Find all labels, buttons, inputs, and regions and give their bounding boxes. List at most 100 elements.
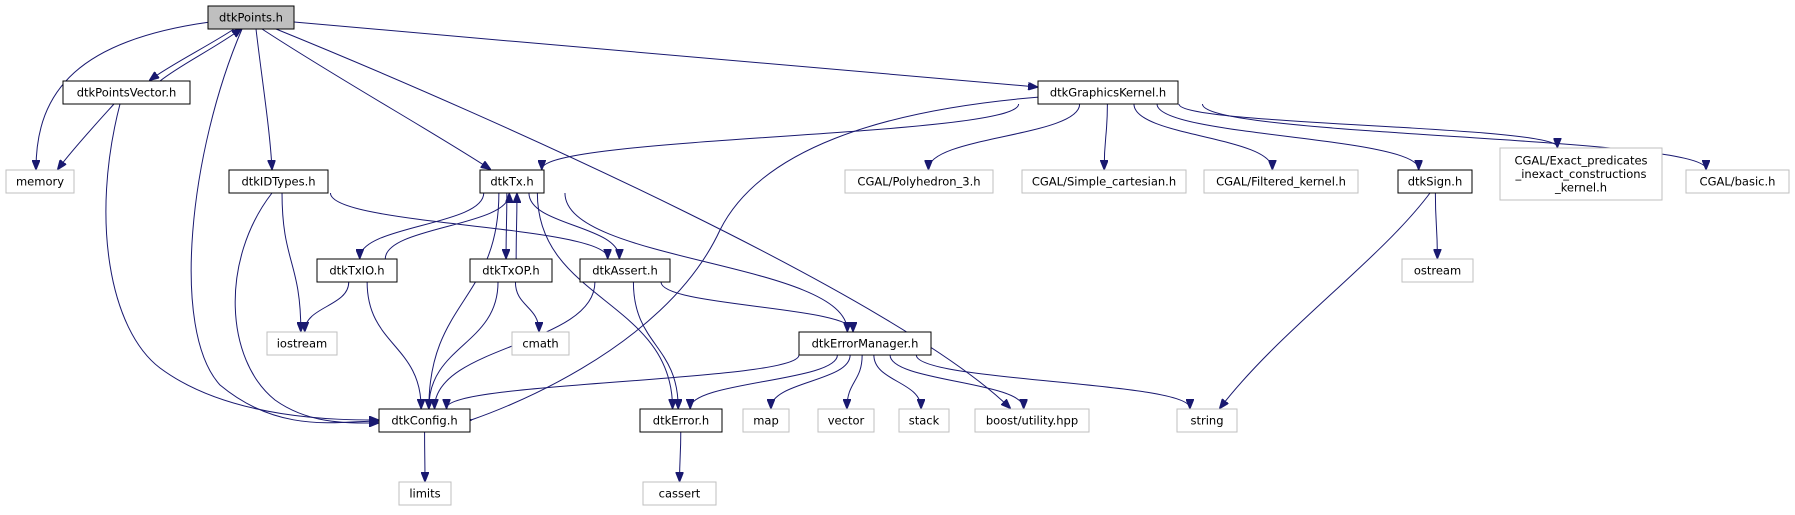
node-box [398,481,452,506]
edge-dtkGraphicsKernel-to-dtkSign [1156,103,1419,169]
node-box [228,169,329,194]
node-dtkTxIO[interactable]: dtkTxIO.h [316,258,398,283]
edge-dtkTxIO-to-dtkConfig [366,281,421,408]
node-box [817,408,875,433]
node-label: CGAL/Simple_cartesian.h [1032,175,1176,189]
edge-dtkGraphicsKernel-to-exactpred [1178,103,1557,147]
node-dtkAssert[interactable]: dtkAssert.h [579,258,671,283]
node-box [742,408,790,433]
node-box [1203,169,1359,194]
edge-dtkTxIO-to-dtkTx [384,194,509,260]
edge-dtkGraphicsKernel-to-dtkTx [542,103,1020,169]
node-dtkIDTypes[interactable]: dtkIDTypes.h [228,169,329,194]
edge-dtkTx-to-dtkErrorManager [564,192,847,331]
edge-dtkTxIO-to-iostream [305,281,350,331]
node-dtkPointsVector[interactable]: dtkPointsVector.h [62,80,191,105]
edge-dtkTx-to-dtkAssert [528,192,619,258]
edges-layer [36,21,1706,481]
node-label: dtkGraphicsKernel.h [1050,86,1166,100]
edge-dtkAssert-to-dtkErrorManager [660,281,853,331]
node-dtkError[interactable]: dtkError.h [639,408,723,433]
edge-dtkTxOP-to-dtkTx [516,194,517,260]
edge-dtkSign-to-string [1220,192,1431,408]
edge-dtkTx-to-dtkConfig [429,192,500,408]
edge-dtkIDTypes-to-iostream [281,192,301,331]
node-label: dtkAssert.h [592,264,658,278]
node-limits: limits [398,481,452,506]
edge-dtkPoints-to-dtkPointsVector [150,28,235,80]
node-box [642,481,717,506]
node-label: cassert [659,487,701,501]
node-label: CGAL/Exact_predicates [1514,154,1647,168]
edge-dtkPointsVector-to-dtkPoints [159,29,241,82]
node-dtkTx[interactable]: dtkTx.h [479,169,545,194]
node-dtkConfig[interactable]: dtkConfig.h [378,408,471,433]
node-stack: stack [898,408,950,433]
node-cmath: cmath [511,331,570,356]
node-label: dtkTx.h [490,175,533,189]
node-box [1176,408,1238,433]
node-box [1685,169,1790,194]
edge-dtkPoints-to-dtkGraphicsKernel [293,21,1037,87]
edge-dtkErrorManager-to-stack [873,354,921,408]
edge-dtkTxOP-to-dtkConfig [429,281,499,408]
edge-dtkTx-to-dtkTxOP [506,192,507,258]
node-box [1499,147,1663,201]
node-label: _kernel.h [1554,181,1607,195]
node-label: CGAL/Polyhedron_3.h [857,175,980,189]
edge-dtkIDTypes-to-dtkAssert [329,192,607,258]
node-label: limits [409,487,440,501]
node-box [62,80,191,105]
node-label: dtkError.h [653,414,709,428]
edge-dtkGraphicsKernel-to-simplecart [1104,103,1107,169]
edge-dtkTx-to-dtkTxIO [360,192,485,258]
edge-dtkPointsVector-to-dtkConfig [105,103,378,420]
node-label: cmath [522,337,558,351]
node-label: dtkTxOP.h [482,264,539,278]
node-label: dtkIDTypes.h [241,175,315,189]
node-simplecart: CGAL/Simple_cartesian.h [1021,169,1187,194]
node-label: _inexact_constructions [1514,167,1646,181]
node-polyhedron: CGAL/Polyhedron_3.h [844,169,994,194]
edge-dtkAssert-to-dtkError [632,281,678,408]
node-label: dtkPointsVector.h [77,86,177,100]
node-label: dtkSign.h [1408,175,1463,189]
node-basic: CGAL/basic.h [1685,169,1790,194]
node-dtkSign[interactable]: dtkSign.h [1397,169,1473,194]
node-label: vector [828,414,865,428]
node-dtkTxOP[interactable]: dtkTxOP.h [469,258,553,283]
edge-dtkErrorManager-to-string [915,354,1190,408]
edge-dtkError-to-cassert [680,431,681,481]
node-map: map [742,408,790,433]
node-box [207,5,295,30]
node-dtkGraphicsKernel[interactable]: dtkGraphicsKernel.h [1037,80,1179,105]
node-box [479,169,545,194]
node-dtkErrorManager[interactable]: dtkErrorManager.h [798,331,932,356]
node-label: iostream [277,337,328,351]
node-label: stack [909,414,940,428]
node-exactpred: CGAL/Exact_predicates_inexact_constructi… [1499,147,1663,201]
edge-dtkTx-to-dtkError [536,192,672,408]
edge-dtkSign-to-ostream [1435,192,1437,258]
edge-dtkGraphicsKernel-to-polyhedron [928,103,1081,169]
node-box [1021,169,1187,194]
edge-dtkPointsVector-to-memory [58,103,115,169]
node-dtkPoints[interactable]: dtkPoints.h [207,5,295,30]
edge-dtkErrorManager-to-vector [847,354,863,408]
node-label: CGAL/Filtered_kernel.h [1216,175,1346,189]
node-box [579,258,671,283]
node-label: dtkErrorManager.h [812,337,919,351]
node-string: string [1176,408,1238,433]
node-box [798,331,932,356]
edge-dtkErrorManager-to-map [771,354,851,408]
edge-dtkPoints-to-memory [36,21,211,169]
edge-dtkPoints-to-dtkTx [261,28,490,169]
node-box [469,258,553,283]
node-box [1037,80,1179,105]
node-box [511,331,570,356]
node-label: string [1190,414,1223,428]
node-box [1397,169,1473,194]
node-iostream: iostream [266,331,338,356]
